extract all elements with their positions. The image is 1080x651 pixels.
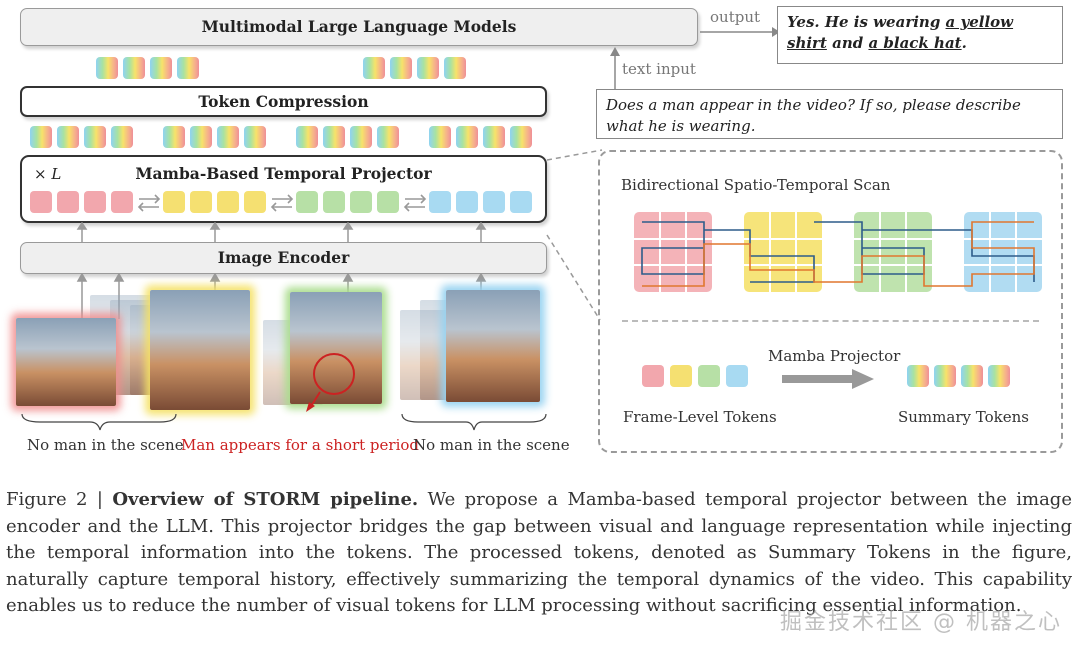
legend-frame-token <box>642 365 664 387</box>
summary-token <box>163 126 185 148</box>
frame-token <box>377 191 399 213</box>
summary-token <box>150 57 172 79</box>
summary-token <box>377 126 399 148</box>
encoder-to-projector-arrows <box>76 222 487 242</box>
scan-title: Bidirectional Spatio-Temporal Scan <box>621 176 891 194</box>
legend-frame-token <box>726 365 748 387</box>
summary-token <box>30 126 52 148</box>
token-compression-box: Token Compression <box>20 86 547 117</box>
answer-box: Yes. He is wearing a yellow shirt and a … <box>777 6 1063 64</box>
frame-token <box>244 191 266 213</box>
summary-token <box>417 57 439 79</box>
output-label: output <box>710 8 761 26</box>
frame-token <box>350 191 372 213</box>
summary-token <box>111 126 133 148</box>
legend-summary-token <box>988 365 1010 387</box>
panel-divider <box>622 320 1039 322</box>
legend-summary-token <box>907 365 929 387</box>
summary-token <box>84 126 106 148</box>
token-compression-title: Token Compression <box>198 92 369 111</box>
summary-token <box>296 126 318 148</box>
summary-token <box>96 57 118 79</box>
text-input-arrow <box>610 47 620 90</box>
watermark: 掘金技术社区 @ 机器之心 <box>780 610 1062 635</box>
frame-token <box>190 191 212 213</box>
zoom-connector <box>546 149 603 321</box>
man-highlight <box>306 353 355 412</box>
answer-end: . <box>961 34 967 52</box>
text-input-label: text input <box>622 60 696 78</box>
question-text: Does a man appear in the video? If so, p… <box>606 96 1021 135</box>
backward-scan-path <box>642 221 1035 287</box>
frames-right-label: No man in the scene <box>413 436 570 454</box>
caption-prefix: Figure 2 | <box>6 489 113 510</box>
frame-token <box>30 191 52 213</box>
mamba-projector-box: × L Mamba-Based Temporal Projector <box>20 155 547 223</box>
frame-token <box>483 191 505 213</box>
summary-token <box>190 126 212 148</box>
image-encoder-title: Image Encoder <box>217 248 350 267</box>
legend-frame-token <box>698 365 720 387</box>
frame-token <box>323 191 345 213</box>
mamba-projector-arrow <box>782 369 874 389</box>
summary-token <box>323 126 345 148</box>
frame-token <box>429 191 451 213</box>
legend-summary-token <box>934 365 956 387</box>
figure-caption: Figure 2 | Overview of STORM pipeline. W… <box>6 487 1072 620</box>
summary-token <box>483 126 505 148</box>
answer-mid: and <box>826 34 869 52</box>
scan-detail-panel: Bidirectional Spatio-Temporal Scan <box>598 150 1063 453</box>
video-frame-green <box>290 292 382 404</box>
frame-token <box>163 191 185 213</box>
frame-token <box>456 191 478 213</box>
answer-shirt: a yellow shirt <box>787 13 1014 52</box>
output-arrow <box>700 27 780 37</box>
bidirectional-arrows <box>137 194 427 212</box>
summary-token <box>363 57 385 79</box>
summary-token <box>456 126 478 148</box>
image-encoder-box: Image Encoder <box>20 242 547 274</box>
summary-token <box>444 57 466 79</box>
frame-token <box>296 191 318 213</box>
summary-token <box>350 126 372 148</box>
frame-level-tokens-label: Frame-Level Tokens <box>623 408 777 426</box>
repeat-label: × L <box>34 165 62 183</box>
summary-tokens-label: Summary Tokens <box>898 408 1029 426</box>
summary-token <box>123 57 145 79</box>
mllm-title: Multimodal Large Language Models <box>201 17 517 36</box>
video-frame-yellow <box>150 290 250 410</box>
summary-token <box>177 57 199 79</box>
frames-middle-label: Man appears for a short period <box>181 436 420 454</box>
summary-token <box>390 57 412 79</box>
mamba-projector-title: Mamba-Based Temporal Projector <box>135 164 432 183</box>
video-frame-red <box>16 318 116 406</box>
mamba-projector-legend-label: Mamba Projector <box>768 347 901 365</box>
frames-left-label: No man in the scene <box>27 436 184 454</box>
right-brace <box>401 413 547 431</box>
summary-token <box>510 126 532 148</box>
caption-title: Overview of STORM pipeline. <box>112 489 419 510</box>
caption-body: We propose a Mamba-based temporal projec… <box>6 489 1072 616</box>
frame-token <box>111 191 133 213</box>
summary-token <box>244 126 266 148</box>
left-brace <box>21 413 177 431</box>
summary-token <box>57 126 79 148</box>
scan-token-blocks <box>634 212 1042 292</box>
legend-frame-token <box>670 365 692 387</box>
frame-token <box>510 191 532 213</box>
answer-prefix: Yes. He is wearing <box>787 13 946 31</box>
frame-token <box>84 191 106 213</box>
summary-token <box>217 126 239 148</box>
frame-token <box>217 191 239 213</box>
mllm-box: Multimodal Large Language Models <box>20 8 698 46</box>
question-box: Does a man appear in the video? If so, p… <box>596 89 1063 139</box>
legend-summary-token <box>961 365 983 387</box>
spatio-temporal-scan-grid <box>634 212 1042 292</box>
frame-token <box>57 191 79 213</box>
summary-token <box>429 126 451 148</box>
answer-hat: a black hat <box>868 34 962 52</box>
video-frame-blue <box>446 290 540 402</box>
